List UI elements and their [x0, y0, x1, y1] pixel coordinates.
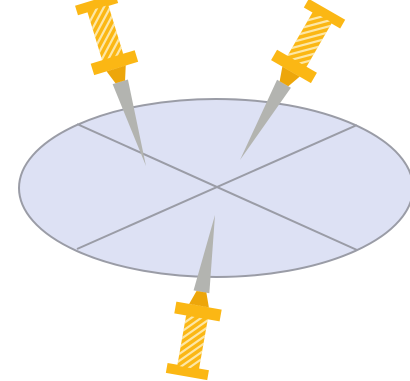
- ellipse-disc-icon: [19, 99, 410, 277]
